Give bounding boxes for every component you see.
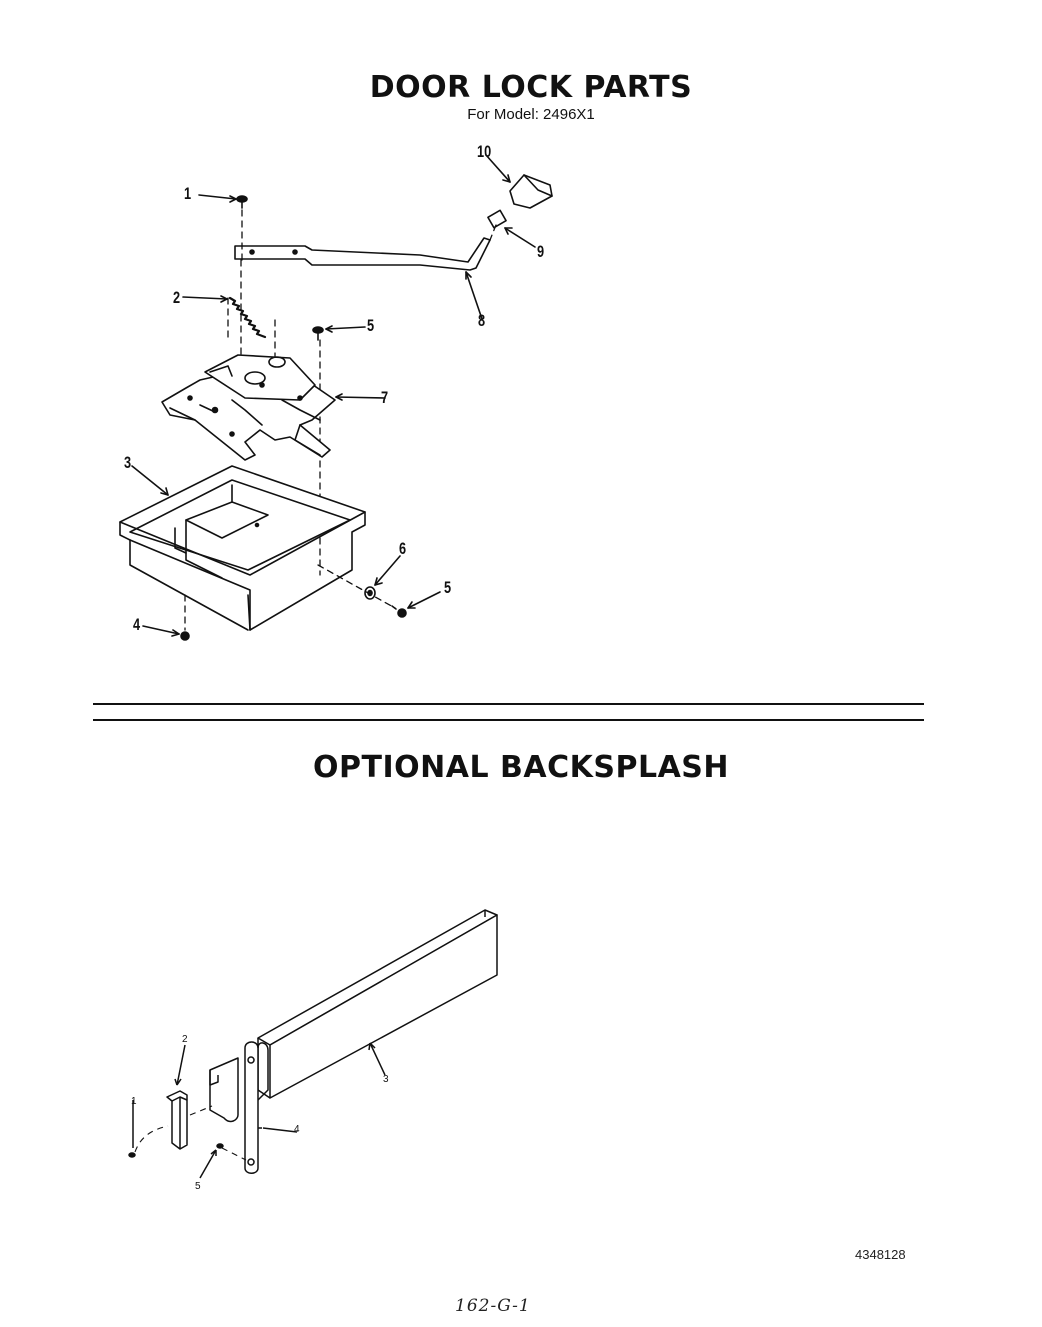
callout-6: 6: [399, 539, 407, 558]
part-10-knob: [509, 174, 553, 209]
backsplash-diagram: [128, 909, 498, 1179]
backsplash-callout-1: 1: [131, 1096, 137, 1107]
document-number: 4348128: [855, 1247, 906, 1262]
callout-10: 10: [477, 142, 492, 161]
callout-1: 1: [184, 184, 192, 203]
part-4-screw: [180, 631, 190, 641]
door-lock-parts-title: DOOR LOCK PARTS: [369, 70, 693, 105]
part-2-clip: [209, 1057, 239, 1123]
divider-bottom: [93, 719, 924, 721]
backsplash-callout-3: 3: [383, 1074, 389, 1085]
callout-9: 9: [537, 242, 545, 261]
part-2-cap: [166, 1090, 188, 1150]
divider-top: [93, 703, 924, 705]
backsplash-callout-2: 2: [182, 1034, 188, 1045]
callout-2: 2: [173, 288, 181, 307]
callout-8: 8: [478, 311, 486, 330]
callout-4: 4: [133, 615, 141, 634]
callout-5-upper: 5: [367, 316, 375, 335]
backsplash-callout-4: 4: [294, 1124, 300, 1135]
callout-7: 7: [381, 388, 389, 407]
part-8-lever: [234, 237, 491, 271]
part-7-lock-assembly: [161, 354, 336, 461]
callout-3: 3: [124, 453, 132, 472]
part-4-bracket: [244, 1041, 269, 1174]
part-3-housing: [119, 465, 366, 631]
part-6-nut: [364, 586, 376, 600]
backsplash-callout-5: 5: [195, 1181, 201, 1192]
part-5-screw-backsplash: [216, 1143, 224, 1149]
part-3-backsplash-panel: [257, 909, 498, 1099]
part-5-screw-lower: [391, 605, 407, 618]
callout-5-lower: 5: [444, 578, 452, 597]
part-1-screw: [236, 195, 248, 209]
part-5-screw-upper: [312, 326, 324, 341]
model-subtitle: For Model: 2496X1: [467, 106, 595, 123]
optional-backsplash-title: OPTIONAL BACKSPLASH: [313, 750, 729, 785]
part-9-pin: [487, 209, 507, 229]
part-1-screw-backsplash: [128, 1152, 136, 1158]
page-code: 162-G-1: [455, 1296, 531, 1316]
part-2-spring: [228, 296, 267, 339]
